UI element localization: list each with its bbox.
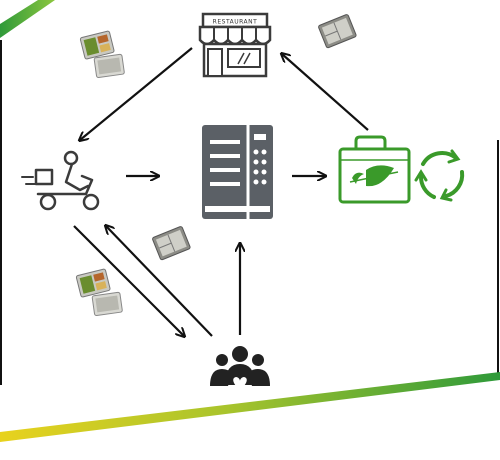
- reusable-lunchbox-icon: [75, 268, 111, 298]
- customer-group-icon: [210, 346, 270, 390]
- reusable-lunchbox-icon: [79, 30, 115, 60]
- bottom-accent-band: [0, 372, 500, 442]
- restaurant-sign-text: RESTAURANT: [213, 19, 258, 26]
- reusable-lunchbox-icon: [93, 53, 125, 79]
- restaurant-storefront-icon: RESTAURANT: [198, 12, 272, 78]
- reusable-lunchbox-icon: [91, 291, 123, 317]
- arrow-customers-to-delivery: [106, 226, 213, 337]
- arrow-delivery-to-customers: [73, 225, 184, 336]
- top-left-accent-band: [0, 0, 55, 38]
- vending-locker-icon: [202, 125, 273, 219]
- eco-cleaning-case-icon: [338, 135, 411, 204]
- arrow-restaurant-to-delivery: [80, 47, 193, 140]
- delivery-scooter-icon: [21, 150, 100, 211]
- arrow-cleaning-to-restaurant: [282, 54, 369, 131]
- recycle-arrows-icon: [414, 149, 465, 202]
- reusable-lunchbox-icon: [318, 14, 357, 49]
- reusable-lunchbox-icon: [152, 226, 191, 261]
